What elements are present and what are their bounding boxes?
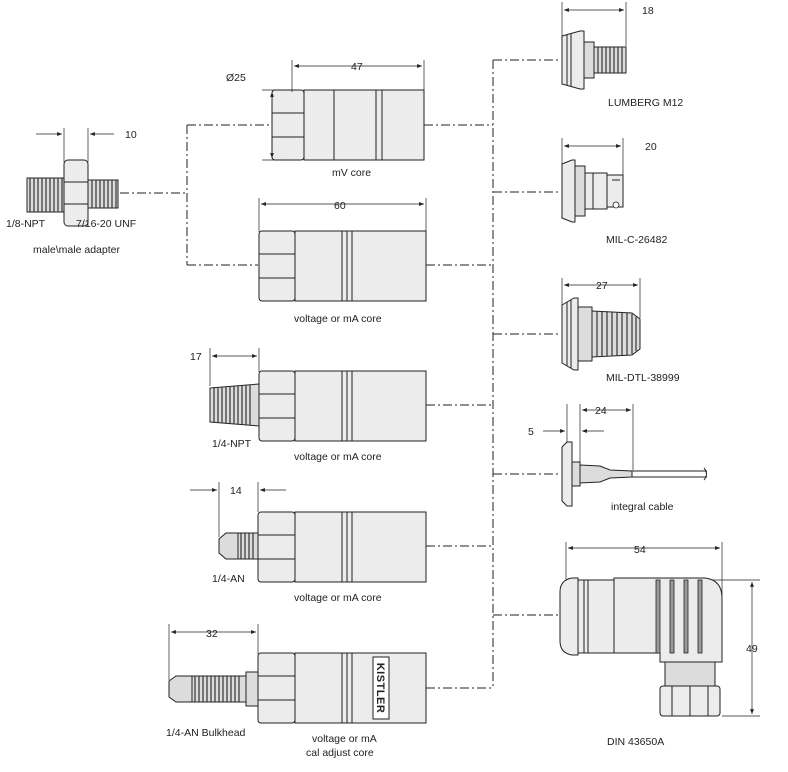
connection-lines [120, 59, 560, 689]
core-voltage-1-caption: voltage or mA core [294, 313, 382, 325]
adapter-caption: male\male adapter [33, 244, 120, 256]
connector-lumberg-m12: 18 LUMBERG M12 [561, 2, 683, 109]
kistler-logo: KISTLER [374, 663, 386, 714]
male-male-adapter: 10 1/8-NPT 7/16-20 UNF male\male adapter [6, 128, 137, 256]
din-dim-h: 49 [746, 643, 758, 655]
din-dim-w: 54 [634, 544, 646, 556]
kistler-logo-box [372, 656, 390, 720]
core-cal-thread: 1/4-AN Bulkhead [166, 727, 246, 739]
cable-caption: integral cable [611, 501, 674, 513]
mil-dtl-dim: 27 [596, 280, 608, 292]
core-cal-caption-1: voltage or mA [312, 733, 377, 745]
core-cal-adjust: KISTLER 32 1/4-AN Bulkhead voltage or mA… [166, 624, 427, 759]
core-an-thread: 1/4-AN [212, 573, 245, 585]
core-mv-dia: Ø25 [226, 72, 246, 84]
mil-dtl-caption: MIL-DTL-38999 [606, 372, 680, 384]
adapter-thread-left: 1/8-NPT [6, 218, 46, 230]
adapter-thread-right: 7/16-20 UNF [76, 218, 136, 230]
connector-din-43650a: 54 49 DIN 43650A [559, 542, 760, 748]
cable-dim-b: 24 [595, 405, 607, 417]
connector-mil-c-26482: 20 MIL-C-26482 [561, 138, 667, 246]
mil-c-caption: MIL-C-26482 [606, 234, 667, 246]
lumberg-dim: 18 [642, 5, 654, 17]
core-cal-dim: 32 [206, 628, 218, 640]
din-caption: DIN 43650A [607, 736, 664, 748]
core-voltage-an: 14 1/4-AN voltage or mA core [190, 482, 427, 604]
connector-mil-dtl-38999: 27 MIL-DTL-38999 [561, 278, 680, 384]
core-cal-caption-2: cal adjust core [306, 747, 374, 759]
core-npt-caption: voltage or mA core [294, 451, 382, 463]
core-an-caption: voltage or mA core [294, 592, 382, 604]
core-mv-caption: mV core [332, 167, 371, 179]
mil-c-dim: 20 [645, 141, 657, 153]
cable-dim-a: 5 [528, 426, 534, 438]
core-npt-dim: 17 [190, 351, 202, 363]
core-voltage-1: 60 voltage or mA core [258, 198, 427, 325]
core-npt-thread: 1/4-NPT [212, 438, 252, 450]
core-voltage-npt: 17 1/4-NPT voltage or mA core [190, 348, 427, 463]
adapter-dim: 10 [125, 129, 137, 141]
core-voltage-1-dim: 60 [334, 200, 346, 212]
core-an-dim: 14 [230, 485, 242, 497]
core-mv: 47 Ø25 mV core [226, 60, 425, 179]
lumberg-caption: LUMBERG M12 [608, 97, 683, 109]
connector-integral-cable: 24 5 integral cable [528, 404, 707, 513]
core-mv-dim: 47 [351, 61, 363, 73]
